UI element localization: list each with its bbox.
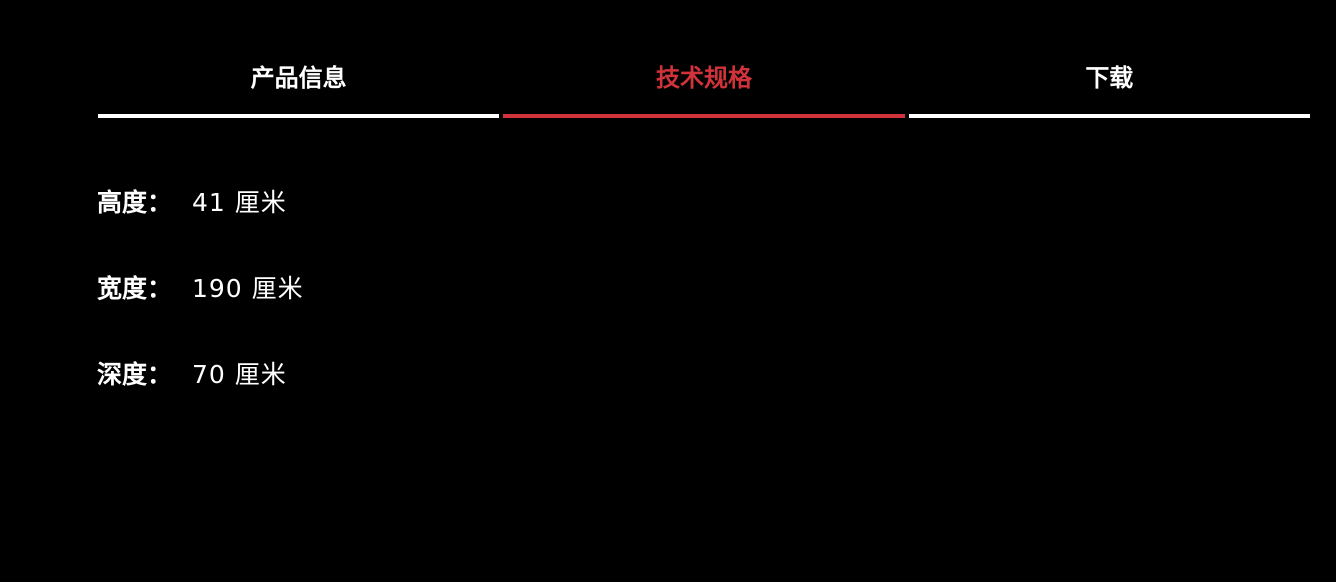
tab-product-info-label: 产品信息: [250, 63, 347, 92]
spec-label-depth: 深度：: [97, 360, 173, 389]
spec-row-depth: 深度： 70 厘米: [97, 350, 304, 396]
spec-value-width: 190 厘米: [192, 274, 304, 303]
tab-tech-specs-label: 技术规格: [655, 63, 752, 92]
spec-row-width: 宽度： 190 厘米: [97, 264, 304, 310]
spec-value-height: 41 厘米: [192, 188, 287, 217]
spec-label-width: 宽度：: [97, 274, 173, 303]
spec-list: 高度： 41 厘米 宽度： 190 厘米 深度： 70 厘米: [97, 178, 304, 436]
spec-label-height: 高度：: [97, 188, 173, 217]
tab-downloads-label: 下载: [1085, 63, 1134, 92]
tab-downloads[interactable]: 下载: [908, 44, 1310, 118]
tab-bar: 产品信息 技术规格 下载: [98, 44, 1310, 118]
tab-tech-specs[interactable]: 技术规格: [503, 44, 905, 118]
tab-product-info[interactable]: 产品信息: [98, 44, 500, 118]
spec-value-depth: 70 厘米: [192, 360, 287, 389]
spec-row-height: 高度： 41 厘米: [97, 178, 304, 224]
